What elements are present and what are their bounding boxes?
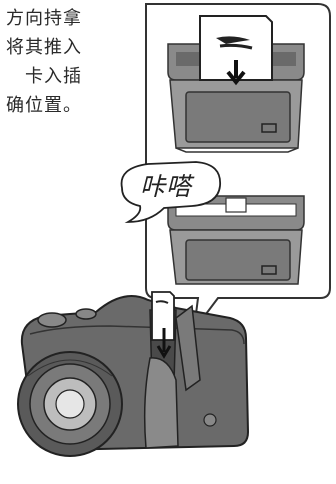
instruction-text: 方向持拿 将其推入 卡入插 确位置。 [0, 4, 84, 120]
camera-body [17, 291, 250, 457]
click-speech-bubble [120, 161, 221, 223]
card-slot-top-detail [167, 15, 305, 153]
instruction-line-1: 方向持拿 [6, 8, 82, 29]
instruction-line-3: 卡入插 [25, 66, 82, 87]
instruction-line-2: 将其推入 [6, 37, 82, 58]
instruction-line-4: 确位置。 [6, 95, 82, 116]
click-sound-text: 咔嗒 [140, 172, 193, 201]
card-slot-bottom-detail [167, 195, 305, 285]
